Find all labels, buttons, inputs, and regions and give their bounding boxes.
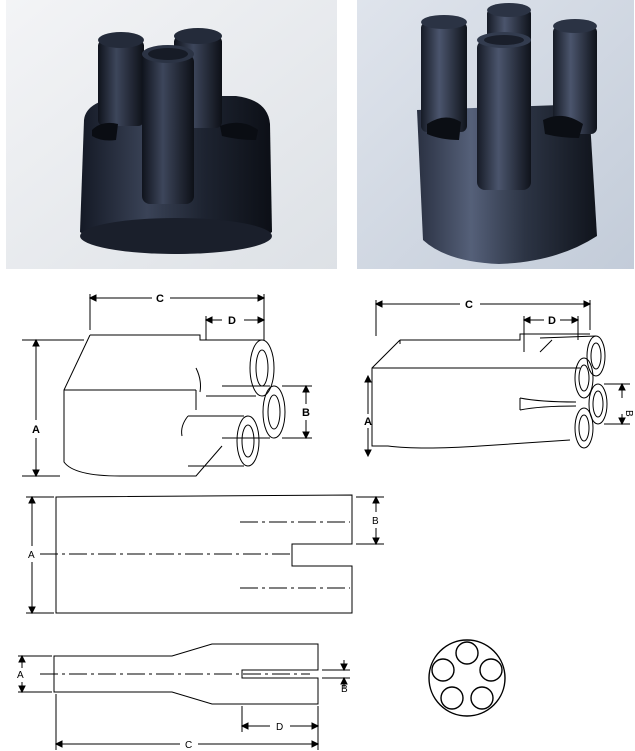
iso4-label-b: B [302,407,310,419]
side-label-a: A [17,670,24,681]
side-label-b: B [341,684,348,695]
top-label-b: B [372,516,379,527]
end-view-finger-5 [431,658,455,682]
iso4-label-a: A [32,424,40,436]
iso-view-five-finger [364,300,630,458]
top-view [26,494,384,615]
end-view-five-fingers [428,639,506,717]
side-label-c: C [185,740,192,751]
photo-four-finger-boot [6,0,337,269]
iso-view-four-finger [22,294,312,478]
end-view-finger-2 [479,658,503,682]
side-label-d: D [276,722,283,733]
iso5-label-d: D [548,315,556,327]
photo-five-finger-boot [357,0,634,269]
end-view-finger-4 [440,686,464,710]
iso4-label-c: C [156,293,164,305]
iso5-label-c: C [465,299,473,311]
iso5-label-a: A [364,416,372,428]
end-view-finger-3 [470,686,494,710]
end-view-finger-1 [455,641,479,665]
iso5-label-b: B [623,410,634,417]
top-label-a: A [28,550,35,561]
iso4-label-d: D [228,315,236,327]
side-view [18,643,350,750]
end-view-outer-circle [428,639,506,717]
